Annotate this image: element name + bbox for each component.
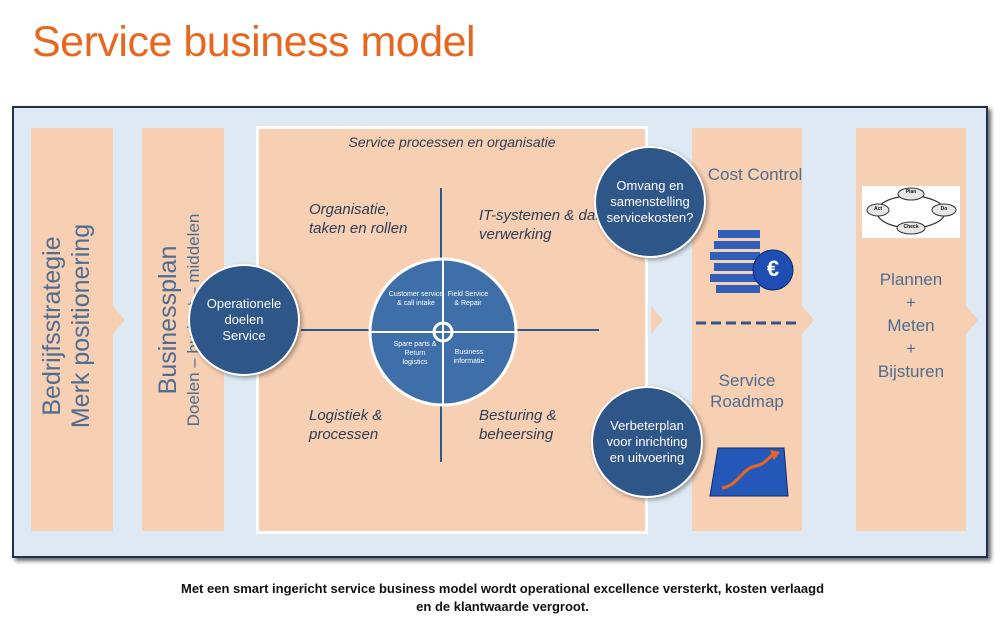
roadmap-chart-icon xyxy=(709,447,789,497)
businessplan-line1: Businessplan xyxy=(154,245,182,395)
cost-control-title: Cost Control xyxy=(707,165,803,184)
cost-roadmap-arrow xyxy=(802,306,814,334)
strategy-column xyxy=(31,128,113,531)
cost-question-circle: Omvang en samenstelling servicekosten? xyxy=(594,146,706,258)
improvement-plan-text: Verbeterplan voor inrichting en uitvoeri… xyxy=(606,418,688,465)
caption-line2: en de klantwaarde vergroot. xyxy=(416,599,589,614)
plannen-label: Plannen xyxy=(879,270,943,289)
bijsturen-label: Bijsturen xyxy=(877,362,945,381)
quadrant-organisation: Organisatie, taken en rollen xyxy=(309,201,408,237)
process-wheel xyxy=(368,257,518,407)
page-title: Service business model xyxy=(32,18,476,66)
quadrant-control: Besturing & beheersing xyxy=(479,407,557,443)
meten-label: Meten xyxy=(887,316,935,335)
pdca-cycle-icon xyxy=(862,186,960,238)
pdca-check-label: Check xyxy=(903,224,919,230)
strategy-arrow xyxy=(113,306,125,334)
pdca-plan-label: Plan xyxy=(905,189,917,195)
improvement-plan-circle: Verbeterplan voor inrichting en uitvoeri… xyxy=(591,386,703,498)
center-arrow xyxy=(651,306,663,334)
wheel-customer-service: Customer service & call intake xyxy=(388,291,444,307)
wheel-business-info: Business informatie xyxy=(453,349,485,365)
coins-icon xyxy=(710,230,794,293)
quadrant-it-systems: IT-systemen & data verwerking xyxy=(479,207,608,243)
dashed-divider xyxy=(696,321,800,325)
strategy-line1: Bedrijfsstrategie xyxy=(38,236,66,416)
plan-measure-arrow xyxy=(966,306,978,334)
wheel-field-service: Field Service & Repair xyxy=(447,291,489,307)
strategy-line2: Merk positionering xyxy=(67,223,95,429)
plan-measure-text: Plannen + Meten + Bijsturen xyxy=(856,268,966,383)
caption: Met een smart ingericht service business… xyxy=(0,580,1005,616)
plus-2: + xyxy=(906,339,916,358)
strategy-label: Bedrijfsstrategie Merk positionering xyxy=(38,126,110,526)
service-roadmap-title: Service Roadmap xyxy=(710,371,784,411)
pdca-do-label: Do xyxy=(940,206,948,212)
pdca-act-label: Act xyxy=(873,206,883,212)
cost-question-text: Omvang en samenstelling servicekosten? xyxy=(606,178,694,225)
euro-symbol: € xyxy=(766,256,780,281)
center-title: Service processen en organisatie xyxy=(348,134,556,150)
wheel-spare-parts: Spare parts & Return logistics xyxy=(393,341,437,366)
operational-goals-circle: Operationele doelen Service xyxy=(188,264,300,376)
plus-1: + xyxy=(906,293,916,312)
quadrant-logistics: Logistiek & processen xyxy=(309,407,383,443)
caption-line1: Met een smart ingericht service business… xyxy=(180,581,825,596)
operational-goals-text: Operationele doelen Service xyxy=(206,296,282,343)
